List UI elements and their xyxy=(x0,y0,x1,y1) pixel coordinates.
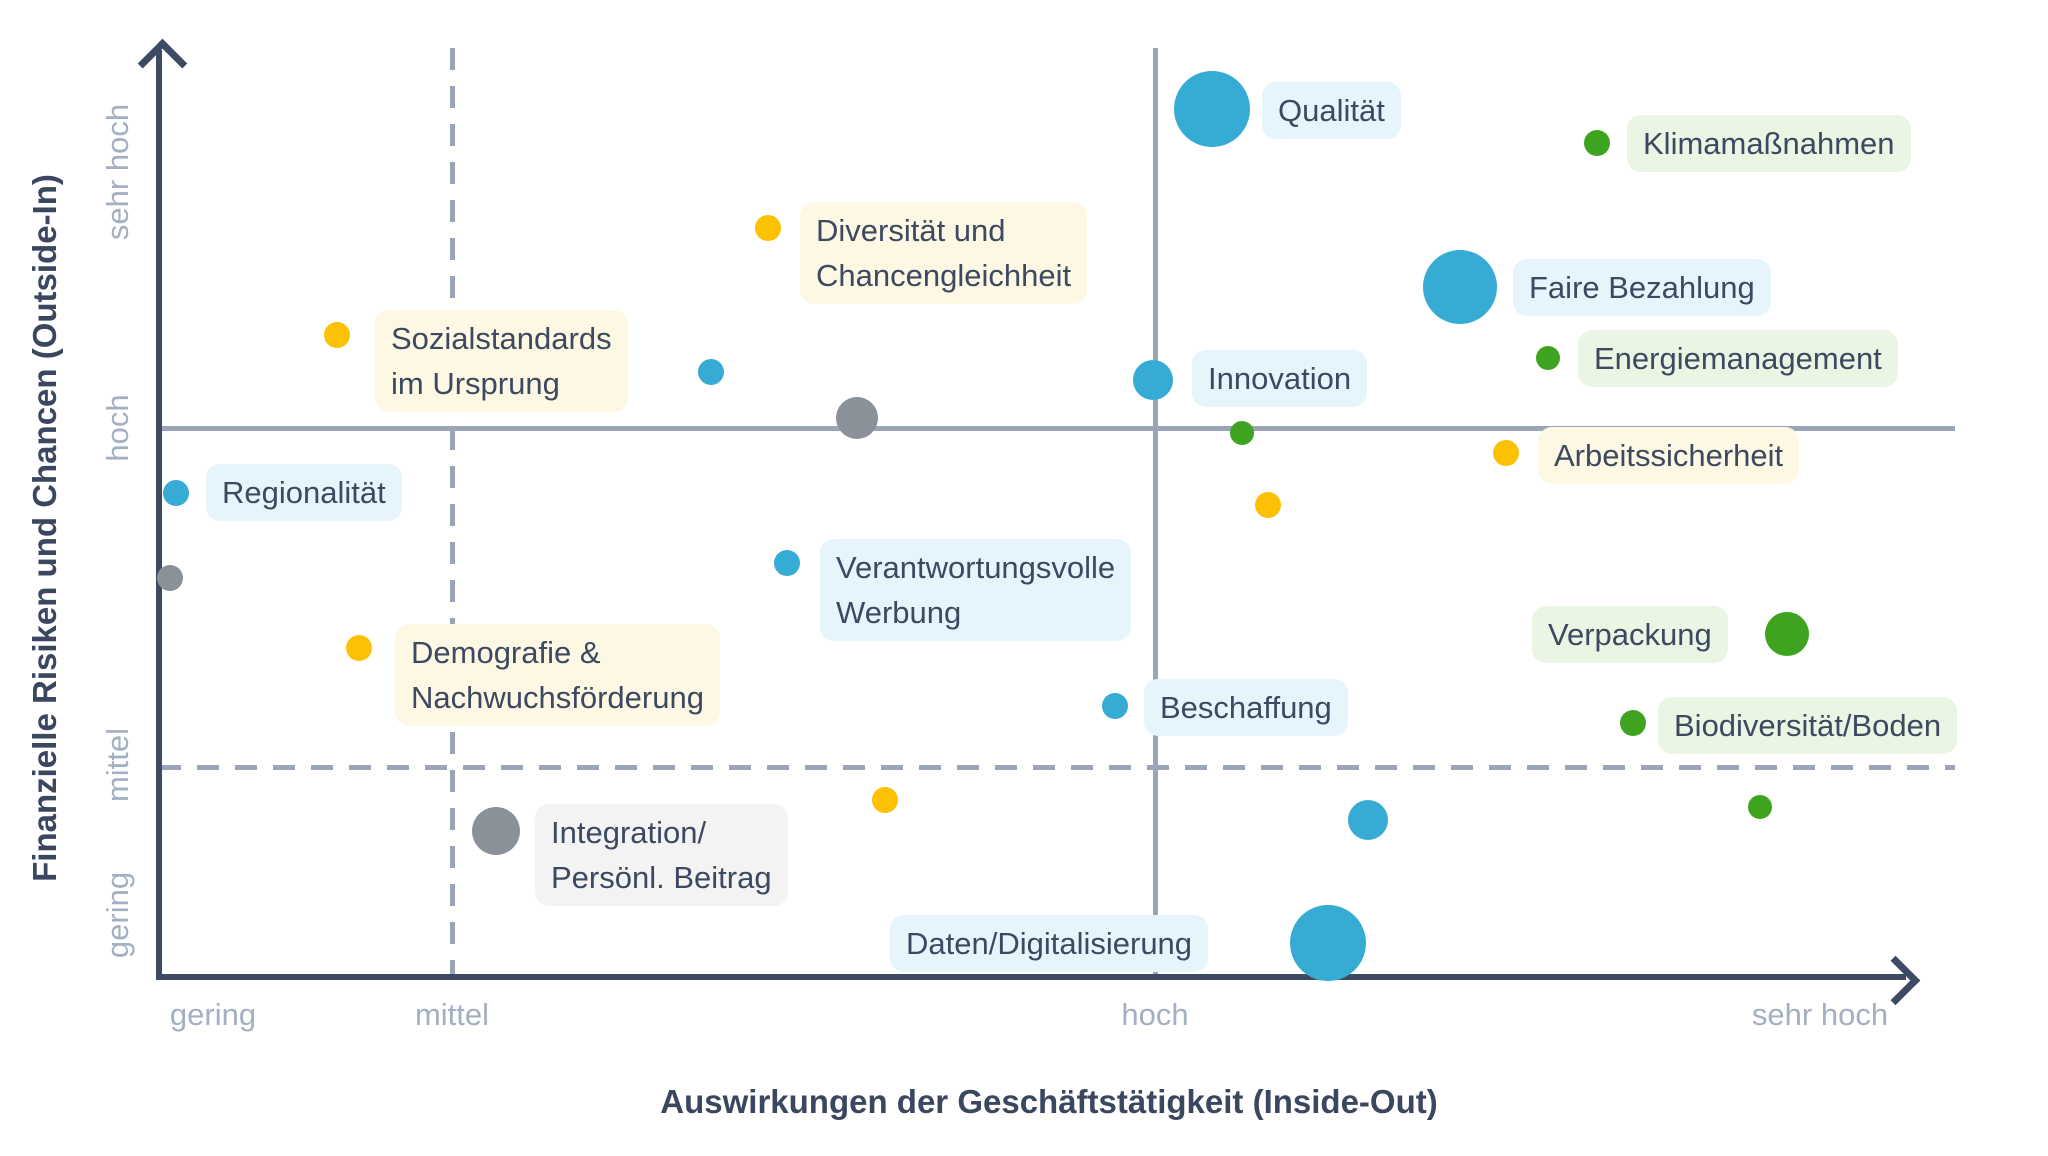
label-line: Verantwortungsvolle xyxy=(836,550,1116,585)
bubble-dot-blue-2 xyxy=(1348,800,1388,840)
x-tick-hoch: hoch xyxy=(1121,997,1189,1032)
x-axis-line xyxy=(156,974,1906,980)
label-regionalitaet: Regionalität xyxy=(206,464,402,521)
bubble-demografie-nachwuchsfoerderung xyxy=(346,635,372,661)
bubble-energiemanagement xyxy=(1536,346,1560,370)
y-axis-title: Finanzielle Risiken und Chancen (Outside… xyxy=(26,174,63,882)
gridline-horizontal-hoch xyxy=(159,426,1955,431)
gridline-dashed-vertical-mittel xyxy=(450,48,455,977)
label-sozialstandards-im-ursprung: Sozialstandards im Ursprung xyxy=(375,310,628,412)
label-line: Integration/ xyxy=(551,815,707,850)
bubble-arbeitssicherheit xyxy=(1493,440,1519,466)
bubble-dot-green-1 xyxy=(1230,421,1254,445)
label-integration-persoenl-beitrag: Integration/Persönl. Beitrag xyxy=(535,804,788,906)
y-tick-sehr-hoch: sehr hoch xyxy=(100,103,135,241)
label-daten-digitalisierung: Daten/Digitalisierung xyxy=(890,915,1209,972)
bubble-sozialstandards-im-ursprung xyxy=(324,322,350,348)
x-axis-title: Auswirkungen der Geschäftstätigkeit (Ins… xyxy=(660,1083,1438,1120)
bubble-daten-digitalisierung xyxy=(1290,905,1366,981)
bubble-diversitaet-chancengleichheit xyxy=(755,215,781,241)
label-line: Arbeitssicherheit xyxy=(1554,438,1784,473)
y-axis-arrow-icon xyxy=(137,38,188,89)
label-line: Chancengleichheit xyxy=(816,258,1072,293)
x-tick-sehr-hoch: sehr hoch xyxy=(1751,997,1889,1032)
bubble-verantwortungsvolle-werbung xyxy=(774,550,800,576)
bubble-dot-green-2 xyxy=(1748,795,1772,819)
bubble-faire-bezahlung xyxy=(1423,250,1497,324)
label-line: Daten/Digitalisierung xyxy=(906,926,1193,961)
label-line: im Ursprung xyxy=(391,366,560,401)
label-line: Regionalität xyxy=(222,475,386,510)
label-qualitaet: Qualität xyxy=(1262,82,1401,139)
bubble-dot-yellow-2 xyxy=(872,787,898,813)
label-biodiversitaet-boden: Biodiversität/Boden xyxy=(1658,697,1958,754)
bubble-qualitaet xyxy=(1174,71,1250,147)
bubble-dot-gray-2 xyxy=(157,565,183,591)
label-line: Verpackung xyxy=(1548,617,1712,652)
label-faire-bezahlung: Faire Bezahlung xyxy=(1513,259,1771,316)
bubble-verpackung xyxy=(1765,612,1809,656)
label-beschaffung: Beschaffung xyxy=(1144,679,1348,736)
bubble-beschaffung xyxy=(1102,693,1128,719)
x-tick-gering: gering xyxy=(169,997,257,1032)
y-tick-mittel: mittel xyxy=(100,727,135,803)
bubble-integration-persoenl-beitrag xyxy=(472,807,520,855)
x-tick-mittel: mittel xyxy=(414,997,490,1032)
label-line: Energiemanagement xyxy=(1594,341,1882,376)
gridline-dashed-horizontal-mittel xyxy=(159,765,1955,770)
label-arbeitssicherheit: Arbeitssicherheit xyxy=(1538,427,1800,484)
label-innovation: Innovation xyxy=(1192,350,1368,407)
gridline-vertical-hoch xyxy=(1153,48,1158,977)
label-klimamassnahmen: Klimamaßnahmen xyxy=(1627,115,1911,172)
y-axis-line xyxy=(156,50,162,980)
y-tick-gering: gering xyxy=(100,871,135,959)
label-line: Innovation xyxy=(1208,361,1352,396)
label-verpackung: Verpackung xyxy=(1532,606,1728,663)
label-line: Faire Bezahlung xyxy=(1529,270,1755,305)
label-line: Demografie & xyxy=(411,635,601,670)
label-demografie-nachwuchsfoerderung: Demografie & Nachwuchsförderung xyxy=(395,624,720,726)
label-line: Nachwuchsförderung xyxy=(411,680,704,715)
bubble-dot-yellow-1 xyxy=(1255,492,1281,518)
bubble-biodiversitaet-boden xyxy=(1620,710,1646,736)
label-line: Qualität xyxy=(1278,93,1385,128)
label-line: Sozialstandards xyxy=(391,321,612,356)
bubble-klimamassnahmen xyxy=(1584,130,1610,156)
label-line: Persönl. Beitrag xyxy=(551,860,772,895)
label-line: Werbung xyxy=(836,595,962,630)
y-tick-hoch: hoch xyxy=(100,394,135,462)
bubble-innovation xyxy=(1133,360,1173,400)
bubble-dot-blue-1 xyxy=(698,359,724,385)
label-line: Biodiversität/Boden xyxy=(1674,708,1942,743)
bubble-dot-gray-1 xyxy=(836,397,878,439)
bubble-regionalitaet xyxy=(163,480,189,506)
label-line: Beschaffung xyxy=(1160,690,1332,725)
label-line: Klimamaßnahmen xyxy=(1643,126,1895,161)
label-line: Diversität und xyxy=(816,213,1006,248)
label-energiemanagement: Energiemanagement xyxy=(1578,330,1898,387)
